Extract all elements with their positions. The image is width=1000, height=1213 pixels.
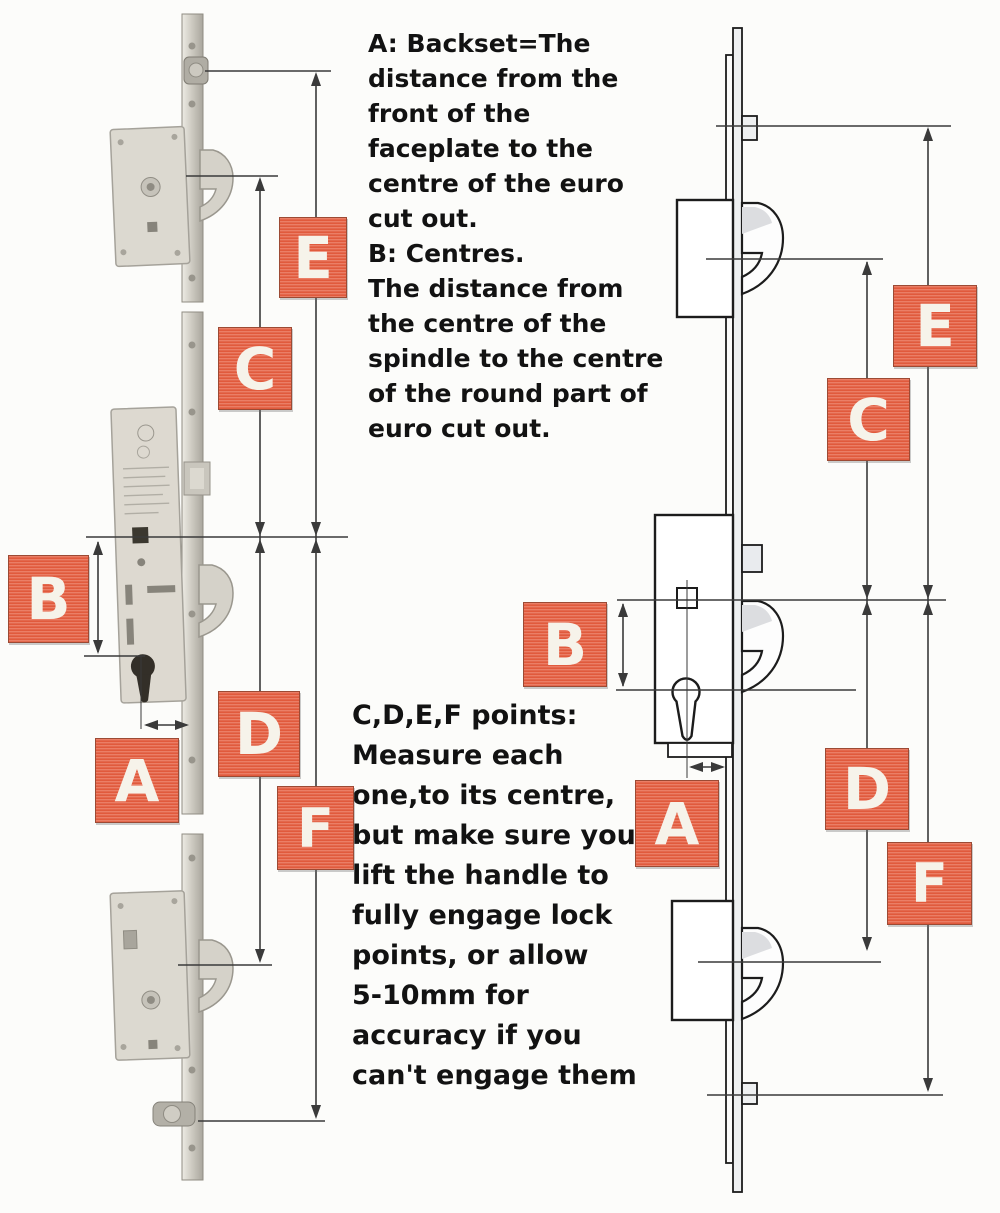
arrowhead-up-icon xyxy=(862,261,872,275)
arrowhead-down-icon xyxy=(862,937,872,951)
marker-d-right: D xyxy=(825,748,909,830)
arrowhead-down-icon xyxy=(618,673,628,687)
marker-c-left: C xyxy=(218,327,292,410)
note-line: the centre of the xyxy=(368,309,607,338)
note-line: cut out. xyxy=(368,204,478,233)
note-line: but make sure you xyxy=(352,820,636,851)
note-line: of the round part of xyxy=(368,379,648,408)
right-arrowheads xyxy=(618,127,933,1092)
backset-note: A: Backset=The distance from the front o… xyxy=(368,26,663,446)
marker-f-left: F xyxy=(277,786,354,870)
arrowhead-up-icon xyxy=(311,72,321,86)
arrowhead-up-icon xyxy=(311,539,321,553)
note-line: one,to its centre, xyxy=(352,780,616,811)
arrowhead-up-icon xyxy=(618,603,628,617)
note-line: lift the handle to xyxy=(352,860,609,891)
arrowhead-right-icon xyxy=(711,762,725,772)
arrowhead-down-icon xyxy=(862,585,872,599)
marker-b-right: B xyxy=(523,602,607,687)
note-line: The distance from xyxy=(368,274,624,303)
note-line: euro cut out. xyxy=(368,414,551,443)
arrowhead-up-icon xyxy=(93,541,103,555)
right-faceplate xyxy=(732,27,743,1193)
note-line: Measure each xyxy=(352,740,564,771)
arrowhead-up-icon xyxy=(255,539,265,553)
arrowhead-down-icon xyxy=(923,1078,933,1092)
right-bottom-hook-case xyxy=(670,899,735,1022)
left-euro-keyhole xyxy=(130,654,155,703)
left-lock-illustration xyxy=(109,13,234,1181)
marker-e-right: E xyxy=(893,285,977,367)
note-line: B: Centres. xyxy=(368,239,525,268)
right-bottom-hook-shading xyxy=(742,932,772,959)
note-line: 5-10mm for xyxy=(352,980,529,1011)
right-mid-cam-tab xyxy=(741,544,763,573)
left-gearbox xyxy=(110,406,187,704)
arrowhead-down-icon xyxy=(923,585,933,599)
arrowhead-up-icon xyxy=(923,601,933,615)
marker-d-left: D xyxy=(218,691,300,777)
arrowhead-down-icon xyxy=(255,949,265,963)
note-line: can't engage them xyxy=(352,1060,637,1091)
left-faceplate-mid-segment xyxy=(181,311,204,815)
right-bottom-cam-tab xyxy=(741,1082,758,1105)
right-top-hook-shading xyxy=(742,207,772,234)
right-centre-hook-shading xyxy=(742,605,772,632)
marker-f-right: F xyxy=(887,842,972,925)
arrowhead-left-icon xyxy=(689,762,703,772)
marker-b-left: B xyxy=(8,555,89,643)
arrowhead-down-icon xyxy=(311,1105,321,1119)
right-centre-case-step xyxy=(667,742,733,758)
marker-c-right: C xyxy=(827,378,910,461)
arrowhead-up-icon xyxy=(923,127,933,141)
arrowhead-left-icon xyxy=(144,720,158,730)
marker-a-left: A xyxy=(95,738,179,823)
note-line: accuracy if you xyxy=(352,1020,582,1051)
arrowhead-up-icon xyxy=(862,601,872,615)
arrowhead-down-icon xyxy=(311,522,321,536)
note-line: spindle to the centre xyxy=(368,344,664,373)
right-top-cam-tab xyxy=(741,115,758,141)
points-note: C,D,E,F points: Measure each one,to its … xyxy=(352,696,637,1096)
note-line: points, or allow xyxy=(352,940,589,971)
note-line: A: Backset=The xyxy=(368,29,591,58)
marker-a-right: A xyxy=(635,780,719,867)
arrowhead-right-icon xyxy=(175,720,189,730)
right-lock-drawing xyxy=(653,27,785,1193)
arrowhead-down-icon xyxy=(255,522,265,536)
note-line: faceplate to the xyxy=(368,134,593,163)
left-top-roller-cam xyxy=(183,56,209,85)
note-line: centre of the euro xyxy=(368,169,624,198)
left-bottom-hook xyxy=(198,939,234,1014)
left-spindle-hole xyxy=(132,526,149,544)
left-bottom-hook-case xyxy=(109,890,191,1061)
left-top-hook-case xyxy=(109,125,191,268)
marker-e-left: E xyxy=(279,217,347,298)
left-centre-hook xyxy=(198,564,234,639)
left-arrowheads xyxy=(93,72,321,1119)
note-line: front of the xyxy=(368,99,531,128)
left-top-hook xyxy=(199,149,234,223)
arrowhead-up-icon xyxy=(255,177,265,191)
left-keep-bracket xyxy=(183,461,211,496)
note-line: fully engage lock xyxy=(352,900,613,931)
left-bottom-roller-cam xyxy=(152,1101,196,1127)
note-line: C,D,E,F points: xyxy=(352,700,578,731)
note-line: distance from the xyxy=(368,64,619,93)
arrowhead-down-icon xyxy=(93,640,103,654)
